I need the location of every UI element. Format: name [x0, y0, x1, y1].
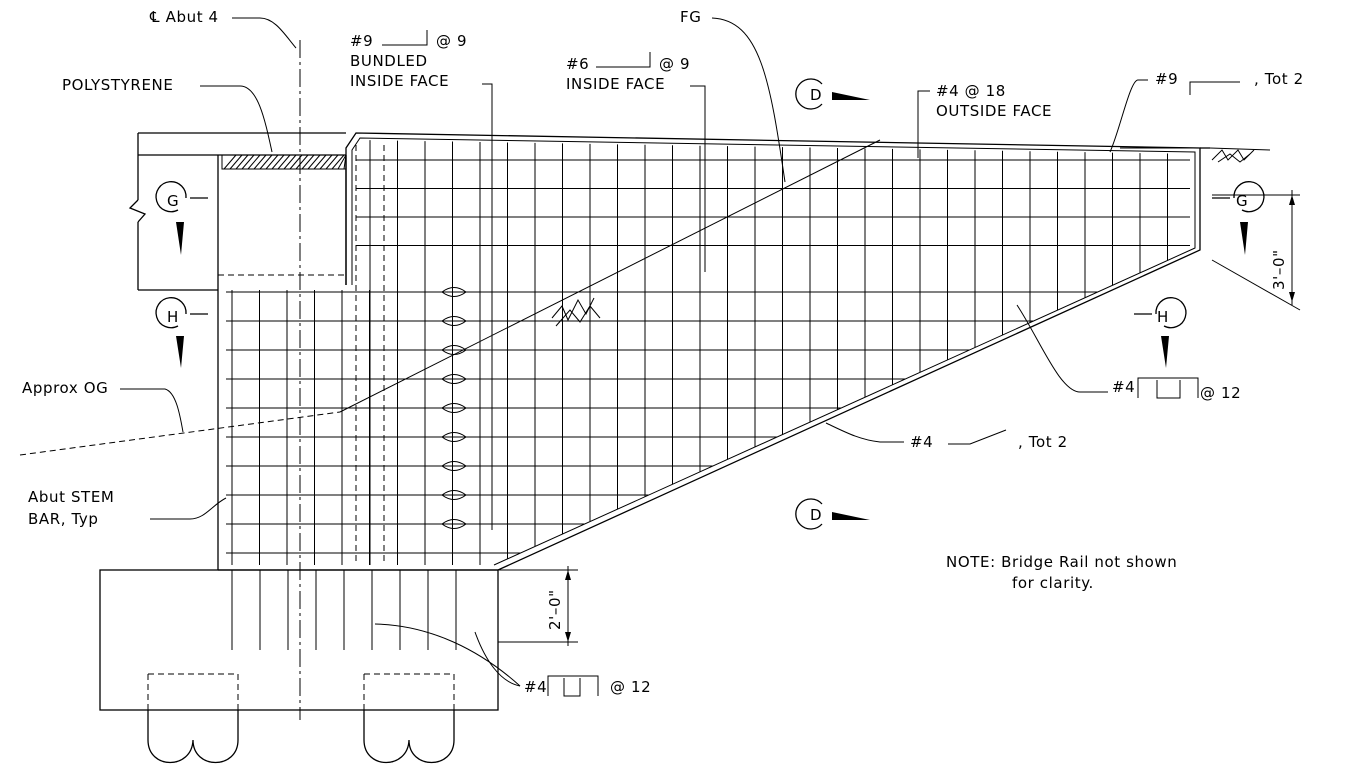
dim-2ft-label: 2'–0"	[546, 589, 564, 630]
bar4-footing-spacing: @ 12	[610, 678, 651, 696]
hatch-line	[325, 154, 339, 170]
bundled-splice	[441, 374, 467, 384]
hatch-line	[331, 154, 345, 170]
bar9-mark: #9	[350, 32, 373, 50]
bar9-spacing: @ 9	[436, 32, 467, 50]
abut-stem-label-2: BAR, Typ	[28, 510, 99, 528]
reinforcement-grid	[226, 140, 1190, 565]
hatch-line	[277, 154, 291, 170]
cl-abut-label: ℄ Abut 4	[149, 8, 219, 26]
footing	[99, 569, 499, 711]
hatch-line	[253, 154, 267, 170]
callout-bar4-diag: #4 , Tot 2	[825, 422, 1068, 451]
hatch-line	[319, 154, 333, 170]
note-line-1: NOTE: Bridge Rail not shown	[946, 553, 1177, 571]
callout-bar4-18: #4 @ 18 OUTSIDE FACE	[917, 82, 1052, 158]
bar9-top-mark: #9	[1155, 70, 1178, 88]
section-d-bottom: D	[795, 498, 870, 530]
bundled-bar-splices	[441, 287, 467, 529]
bar6-spacing: @ 9	[659, 55, 690, 73]
hatch-line	[265, 154, 279, 170]
callout-abut-stem: Abut STEM BAR, Typ	[28, 488, 227, 528]
hatch-line	[301, 154, 315, 170]
bundled-label: BUNDLED	[350, 52, 428, 70]
polystyrene-strip	[221, 154, 347, 170]
callout-bar4-stirrup: #4 @ 12	[1016, 304, 1241, 402]
section-d-bottom-label: D	[810, 506, 822, 524]
polystyrene-label: POLYSTYRENE	[62, 76, 173, 94]
callout-bar9-bundled: #9 @ 9 BUNDLED INSIDE FACE	[350, 30, 493, 530]
bundled-splice	[441, 287, 467, 297]
section-d-top-label: D	[810, 86, 822, 104]
hatch-line	[223, 154, 237, 170]
bundled-splice	[441, 490, 467, 500]
note: NOTE: Bridge Rail not shown for clarity.	[946, 553, 1177, 592]
note-line-2: for clarity.	[1012, 574, 1094, 592]
hatch-line	[241, 154, 255, 170]
hatch-line	[229, 154, 243, 170]
hatch-line	[313, 154, 327, 170]
section-h-left: H	[155, 297, 208, 368]
section-g-right: G	[1212, 181, 1265, 255]
callout-approx-og: Approx OG	[22, 379, 184, 433]
bar4-diag-mark: #4	[910, 433, 933, 451]
wingwall-outline	[218, 132, 1210, 571]
callout-bar9-top: #9 , Tot 2	[1109, 70, 1304, 153]
callout-fg: FG	[680, 8, 786, 183]
finished-grade-line	[339, 139, 881, 413]
dimension-2ft: 2'–0"	[498, 566, 578, 646]
inside-face-label-1: INSIDE FACE	[350, 72, 449, 90]
bundled-splice	[441, 316, 467, 326]
bundled-splice	[441, 432, 467, 442]
section-h-right-label: H	[1157, 308, 1169, 326]
original-ground-line	[19, 411, 341, 456]
section-d-top: D	[795, 78, 870, 110]
dimension-3ft: 3'–0"	[1211, 190, 1301, 311]
bundled-splice	[441, 403, 467, 413]
hatch-line	[337, 154, 347, 170]
hatch-line	[247, 154, 261, 170]
section-h-left-label: H	[167, 308, 179, 326]
callout-cl-abut: ℄ Abut 4	[149, 8, 297, 49]
bar4-stirrup-mark: #4	[1112, 378, 1135, 396]
hatch-line	[271, 154, 285, 170]
callout-bar6: #6 @ 9 INSIDE FACE	[566, 52, 706, 272]
bridge-deck	[128, 132, 347, 570]
bundled-splice	[441, 461, 467, 471]
callout-bar4-footing: #4 @ 12	[374, 623, 651, 697]
bar9-top-tot: , Tot 2	[1254, 70, 1304, 88]
bar6-mark: #6	[566, 55, 589, 73]
abut-stem-label-1: Abut STEM	[28, 488, 114, 506]
section-g-right-label: G	[1236, 192, 1248, 210]
hatch-line	[235, 154, 249, 170]
hatch-line	[295, 154, 309, 170]
bar4-18-label: #4 @ 18	[936, 82, 1006, 100]
piles	[147, 673, 455, 763]
bar4-stirrup-spacing: @ 12	[1200, 384, 1241, 402]
section-g-left-label: G	[167, 192, 179, 210]
earth-symbol	[551, 147, 1271, 327]
dim-3ft-label: 3'–0"	[1270, 249, 1288, 290]
section-g-left: G	[155, 181, 208, 255]
hatch-line	[307, 154, 321, 170]
bundled-splice	[441, 519, 467, 529]
outside-face-label: OUTSIDE FACE	[936, 102, 1052, 120]
fg-label: FG	[680, 8, 701, 26]
inside-face-label-2: INSIDE FACE	[566, 75, 665, 93]
bar4-footing-mark: #4	[524, 678, 547, 696]
approx-og-label: Approx OG	[22, 379, 108, 397]
hatch-line	[283, 154, 297, 170]
hatch-line	[259, 154, 273, 170]
section-h-right: H	[1134, 297, 1187, 368]
bundled-splice	[441, 345, 467, 355]
callout-polystyrene: POLYSTYRENE	[62, 76, 273, 153]
bar4-diag-tot: , Tot 2	[1018, 433, 1068, 451]
